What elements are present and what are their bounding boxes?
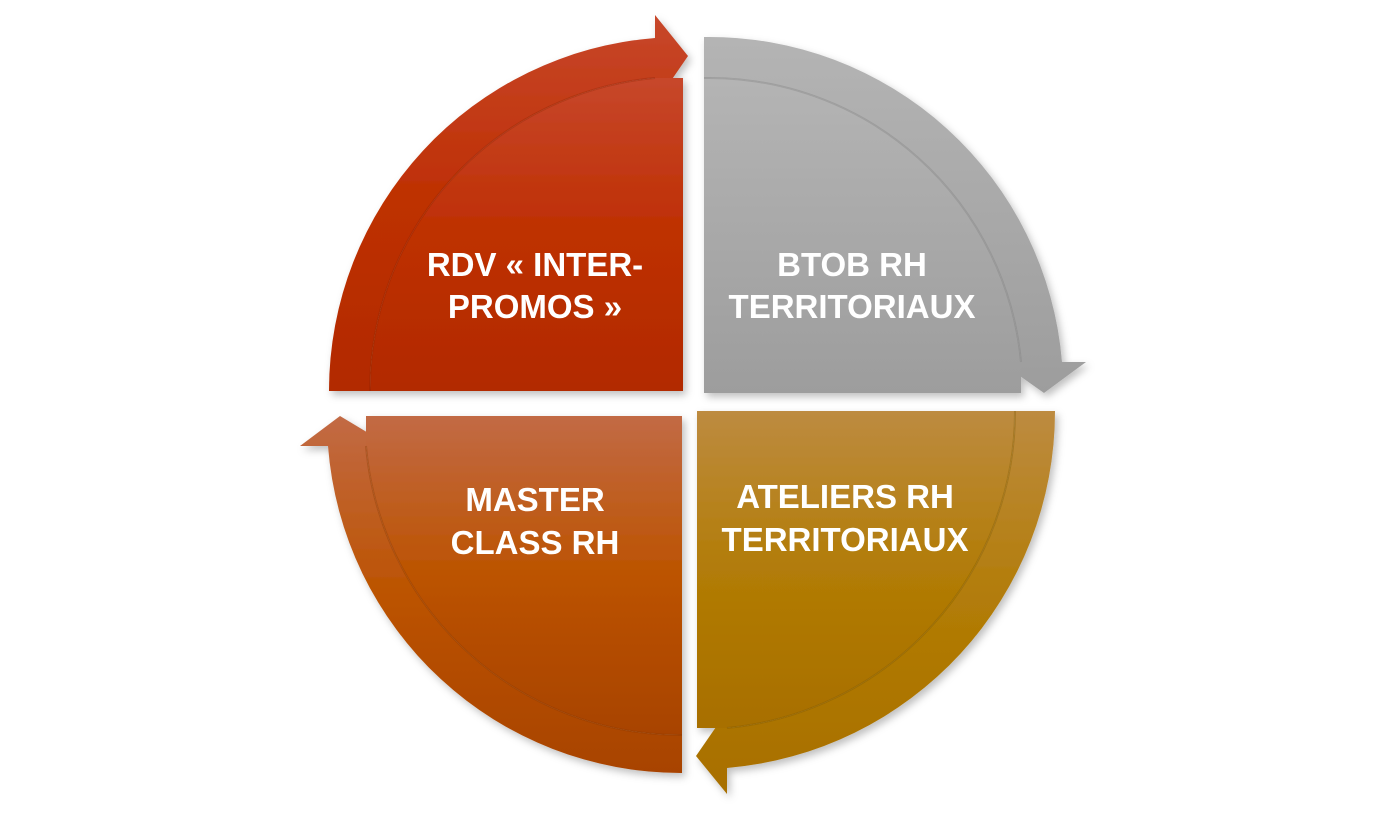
label-top-right-line1: BTOB RH [777, 246, 927, 283]
label-bottom-right-line1: ATELIERS RH [736, 478, 954, 515]
label-top-right-line2: TERRITORIAUX [729, 288, 976, 325]
segment-bottom-left-shape [300, 416, 682, 774]
segment-top-right-body [704, 77, 1021, 393]
segment-bottom-left [300, 416, 683, 774]
label-bottom-left-line2: CLASS RH [451, 524, 620, 561]
segment-top-left-body [369, 78, 683, 391]
segment-bottom-right-inner-arc [726, 410, 1017, 729]
segment-bottom-left-body [366, 416, 682, 736]
label-top-left-line2: PROMOS » [448, 288, 622, 325]
label-top-left-line1: RDV « INTER- [427, 246, 643, 283]
segment-bottom-right-shape [696, 411, 1056, 794]
segment-top-left-shape [328, 15, 688, 391]
segment-top-right-shape [704, 36, 1086, 393]
segment-top-right-inner-arc [703, 76, 1022, 363]
label-bottom-left-line1: MASTER [465, 481, 605, 518]
label-bottom-right-line2: TERRITORIAUX [722, 521, 969, 558]
segment-top-right [703, 36, 1086, 393]
segment-top-left-inner-arc [368, 77, 656, 392]
segment-top-left [328, 15, 688, 392]
segment-bottom-right [696, 410, 1056, 794]
segment-bottom-right-body [697, 411, 1016, 728]
segment-bottom-left-inner-arc [365, 445, 683, 737]
